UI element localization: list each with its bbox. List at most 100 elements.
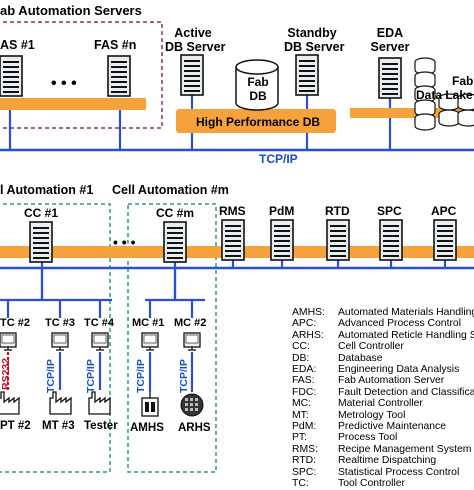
amhs-icon	[141, 392, 159, 417]
hpdb-orange-bus	[176, 109, 336, 133]
standby-db-label: Standby DB Server	[284, 26, 344, 54]
cell-automation-m-title: Cell Automation #m	[112, 183, 229, 197]
mid-ellipsis: • • •	[113, 234, 136, 250]
architecture-diagram: ab Automation Servers AS #1 FAS #n • • •…	[0, 3, 474, 489]
fas1-label: AS #1	[0, 38, 35, 52]
fab-automation-servers-title: ab Automation Servers	[0, 3, 142, 18]
legend-value: Advanced Process Control	[338, 318, 462, 330]
active-db-label: Active DB Server	[165, 26, 226, 54]
legend-key: RMS:	[292, 443, 318, 455]
cc1-server-icon	[29, 221, 53, 263]
legend-row: CC: Cell Controller	[292, 341, 474, 352]
cc1-label: CC #1	[24, 206, 59, 220]
legend-row: EDA: Engineering Data Analysis	[292, 364, 474, 375]
data-lake-line1: Fab	[452, 74, 474, 88]
eda-server-label: EDA Server	[366, 26, 414, 54]
arhs-label: ARHS	[178, 422, 211, 434]
tc4-label: TC #4	[84, 317, 114, 329]
legend-value: Engineering Data Analysis	[338, 364, 460, 376]
tester-label: Tester	[84, 420, 118, 432]
cell-automation-1-title: l Automation #1	[0, 183, 94, 197]
data-lake-line2: Data Lake	[416, 88, 473, 102]
legend-key: AMHS:	[292, 307, 325, 318]
legend-value: Tool Controller	[338, 478, 405, 490]
apc-server-icon	[433, 219, 457, 261]
legend-key: PdM:	[292, 421, 317, 433]
spc-server-icon	[379, 219, 403, 261]
legend-key: DB:	[292, 352, 310, 364]
rtd-server-icon	[326, 219, 350, 261]
legend-key: FAS:	[292, 375, 315, 387]
active-db-line1: Active	[174, 26, 212, 40]
cell1-group-box	[0, 203, 111, 473]
legend-row: RMS:Recipe Management System	[292, 444, 474, 455]
pt2-factory-icon	[0, 391, 20, 415]
legend-row: MT: Metrology Tool	[292, 410, 474, 421]
legend-value: Process Tool	[338, 432, 398, 444]
mc2-label: MC #2	[174, 317, 207, 329]
legend-value: Cell Controller	[338, 341, 404, 353]
legend-key: TC:	[292, 478, 309, 490]
legend-row: SPC: Statistical Process Control	[292, 467, 474, 478]
legend-value: Material Controller	[338, 398, 423, 410]
standby-db-server-icon	[295, 54, 319, 96]
spc-label: SPC	[377, 204, 402, 218]
legend-key: MT:	[292, 409, 309, 421]
legend-row: DB: Database	[292, 353, 474, 364]
legend-value: Metrology Tool	[338, 409, 406, 421]
fas1-server-icon	[0, 55, 23, 97]
legend-key: FDC:	[292, 386, 317, 398]
fasn-label: FAS #n	[94, 38, 137, 52]
legend-key: CC:	[292, 341, 310, 353]
legend-value: Automated Reticle Handling S	[338, 329, 474, 341]
tcpip-backbone-label: TCP/IP	[259, 152, 298, 166]
tc2-controller-icon	[0, 332, 17, 351]
legend-row: FAS: Fab Automation Server	[292, 375, 474, 386]
legend-key: SPC:	[292, 466, 317, 478]
legend-value: Predictive Maintenance	[338, 421, 447, 433]
legend-row: AMHS: Automated Materials Handling	[292, 307, 474, 318]
fasn-server-icon	[107, 55, 131, 97]
legend-value: Statistical Process Control	[338, 466, 460, 478]
legend-value: Fault Detection and Classifica	[338, 386, 474, 398]
legend-row: ARHS:Automated Reticle Handling S	[292, 330, 474, 341]
arhs-reticle-icon	[180, 393, 204, 417]
top-ellipsis: • • •	[51, 75, 77, 92]
fab-db-cylinder-icon	[235, 59, 279, 111]
tc2-label: TC #2	[0, 317, 30, 329]
mc1-controller-icon	[141, 332, 159, 351]
tester-factory-icon	[88, 391, 111, 415]
pt2-label: PT #2	[0, 420, 31, 432]
rs232-label: RS232	[0, 357, 12, 390]
legend-value: Automated Materials Handling	[338, 307, 474, 318]
rms-server-icon	[221, 219, 245, 261]
legend-row: MC:Material Controller	[292, 398, 474, 409]
legend-value: Database	[338, 352, 383, 364]
legend-key: PT:	[292, 432, 308, 444]
legend-value: Realtime Dispatching	[338, 455, 437, 467]
active-db-server-icon	[180, 54, 204, 96]
legend-row: RTD:Realtime Dispatching	[292, 455, 474, 466]
eda-line2: Server	[370, 40, 410, 54]
rms-label: RMS	[219, 204, 246, 218]
tc3-controller-icon	[51, 332, 69, 351]
tcpip-mc2-label: TCP/IP	[178, 359, 190, 393]
hpdb-label: High Performance DB	[196, 115, 321, 129]
legend-key: EDA:	[292, 364, 317, 376]
tcpip-tc4-label: TCP/IP	[85, 359, 97, 393]
eda-server-icon	[378, 57, 402, 99]
mt3-label: MT #3	[42, 420, 75, 432]
mc2-controller-icon	[183, 332, 201, 351]
amhs-label: AMHS	[130, 422, 164, 434]
fab-data-lake-label: Fab Data Lake	[412, 74, 474, 102]
legend-row: PT: Process Tool	[292, 432, 474, 443]
fab-db-line1: Fab	[247, 75, 269, 89]
mc1-label: MC #1	[132, 317, 165, 329]
legend-value: Fab Automation Server	[338, 375, 445, 387]
diagram-canvas	[0, 21, 474, 473]
rtd-label: RTD	[325, 204, 350, 218]
active-db-line2: DB Server	[165, 40, 226, 54]
ccm-label: CC #m	[156, 206, 195, 220]
legend-row: FDC: Fault Detection and Classifica	[292, 387, 474, 398]
